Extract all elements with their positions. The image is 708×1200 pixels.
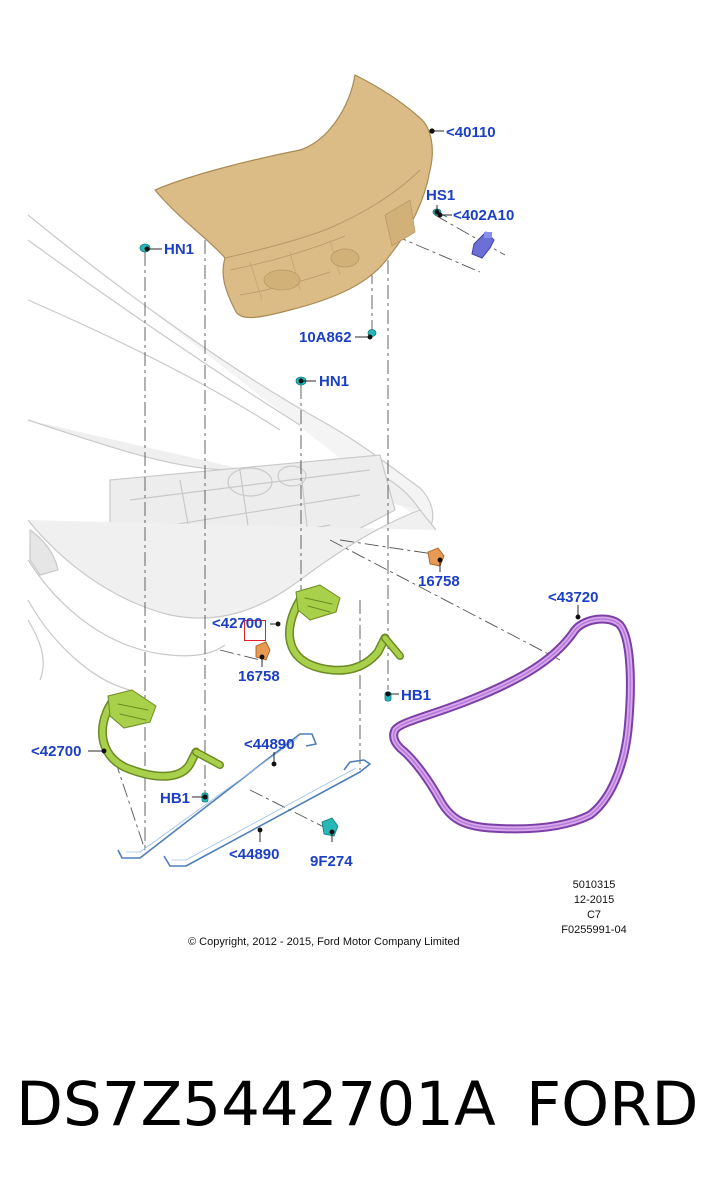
callout-hn1-left[interactable]: HN1: [164, 241, 195, 258]
bumper-right-part: [427, 547, 445, 567]
callout-weatherstrip[interactable]: <43720: [548, 589, 599, 606]
reference-line-2: 12-2015: [573, 894, 615, 906]
torsion-bar-upper-inner: [126, 737, 299, 853]
leader-lines: [88, 128, 581, 842]
reference-line-3: C7: [586, 909, 602, 921]
callout-torsion-lower[interactable]: <44890: [229, 846, 280, 863]
hinge-left-part: [97, 689, 224, 781]
callout-hn1-center[interactable]: HN1: [319, 373, 350, 390]
lock-part: [471, 231, 495, 259]
callout-torsion-upper[interactable]: <44890: [244, 736, 295, 753]
deck-lid-part: [154, 74, 433, 319]
reference-block: 5010315 12-2015 C7 F0255991-04: [548, 880, 640, 936]
callout-hinge-right[interactable]: <42700: [212, 615, 263, 632]
callout-hb1-right[interactable]: HB1: [401, 687, 432, 704]
callout-hb1-left[interactable]: HB1: [160, 790, 191, 807]
hinge-right-part: [284, 584, 404, 675]
torsion-bar-upper-part: [117, 733, 317, 859]
callout-grommet[interactable]: 10A862: [299, 329, 352, 346]
brand-caption: FORD: [526, 1069, 699, 1140]
callout-bumper-right[interactable]: 16758: [418, 573, 460, 590]
vehicle-body-illustration: [27, 214, 437, 691]
callout-hinge-left[interactable]: <42700: [31, 743, 82, 760]
weatherstrip-part: [389, 614, 635, 834]
torsion-bar-lower-part: [163, 759, 371, 867]
callout-hs1[interactable]: HS1: [426, 187, 456, 204]
assembly-lines: [114, 110, 561, 851]
callout-deck-lid[interactable]: <40110: [446, 124, 496, 141]
reference-line-1: 5010315: [572, 879, 616, 891]
hinges: [97, 584, 404, 781]
reference-line-4: F0255991-04: [561, 924, 627, 936]
highlighted-part-marker[interactable]: [244, 620, 266, 641]
part-number-caption: DS7Z5442701A: [16, 1069, 496, 1140]
callout-clip[interactable]: 9F274: [310, 853, 353, 870]
callout-bumper-left[interactable]: 16758: [238, 668, 280, 685]
bumper-left-part: [255, 641, 271, 661]
torsion-bar-lower-inner: [172, 767, 357, 861]
torsion-bars: [117, 733, 371, 867]
callout-lock[interactable]: <402A10: [453, 207, 515, 224]
copyright-notice: © Copyright, 2012 - 2015, Ford Motor Com…: [188, 936, 460, 948]
